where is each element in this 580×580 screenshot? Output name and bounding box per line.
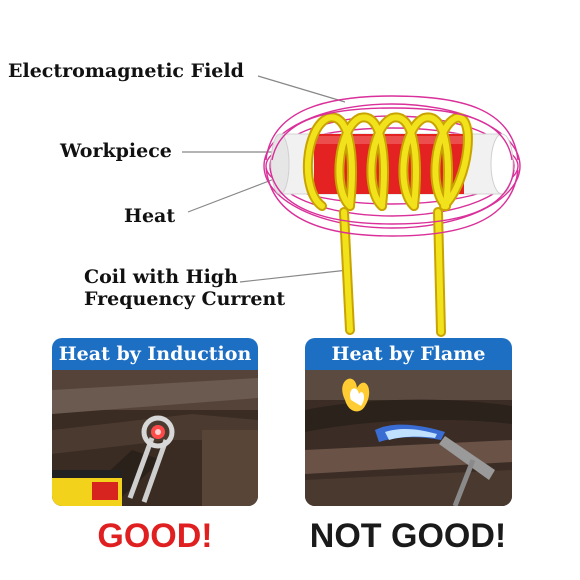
label-heat: Heat xyxy=(124,205,176,227)
photo-flame xyxy=(305,370,512,506)
label-coil: Coil with High Frequency Current xyxy=(84,266,285,310)
panel-title-flame: Heat by Flame xyxy=(305,338,512,370)
label-workpiece: Workpiece xyxy=(60,140,172,162)
field-lines-front xyxy=(265,95,519,237)
torch-nozzle xyxy=(439,436,495,506)
panel-heat-by-induction: Heat by Induction xyxy=(52,338,258,506)
verdict-not-good: NOT GOOD! xyxy=(309,517,507,555)
label-coil-line2: Frequency Current xyxy=(84,288,286,310)
leader-line-coil xyxy=(239,269,349,283)
induction-coil xyxy=(302,112,473,337)
photo-induction xyxy=(52,370,258,506)
induction-tool-icon xyxy=(127,415,175,503)
panel-heat-by-flame: Heat by Flame xyxy=(305,338,512,506)
panel-title-induction: Heat by Induction xyxy=(52,338,258,370)
label-electromagnetic-field: Electromagnetic Field xyxy=(8,60,244,82)
leader-line-field xyxy=(257,75,346,103)
verdict-good: GOOD! xyxy=(97,517,213,555)
flame-icon xyxy=(342,378,445,442)
leader-line-heat xyxy=(187,175,283,213)
tool-handle xyxy=(52,470,122,506)
label-coil-line1: Coil with High xyxy=(84,266,238,288)
